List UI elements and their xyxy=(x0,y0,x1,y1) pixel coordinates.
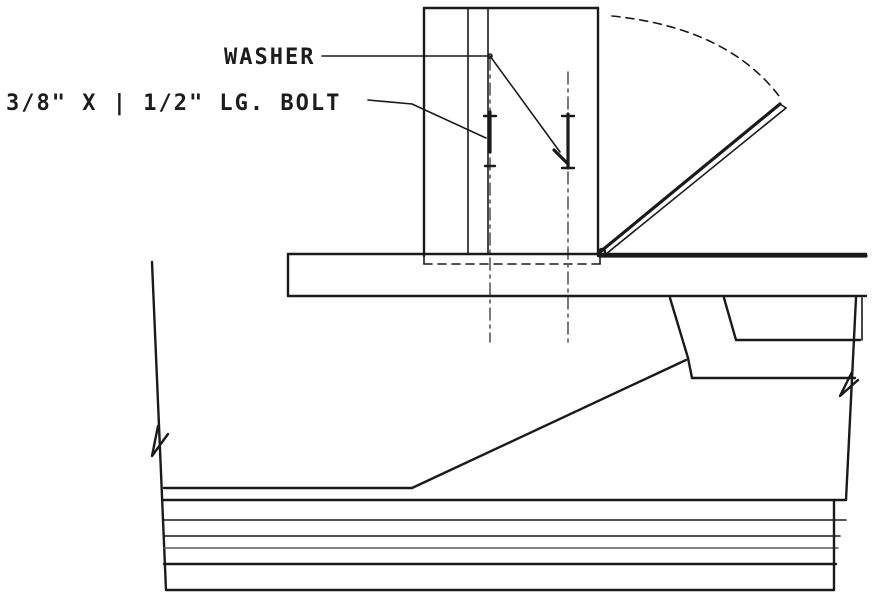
washer-leader xyxy=(321,53,561,153)
right-break-line xyxy=(838,296,860,502)
left-break-line xyxy=(150,260,170,592)
right-support xyxy=(668,296,863,380)
base-layers xyxy=(162,498,848,592)
upright-block xyxy=(422,6,600,258)
bolt-leader xyxy=(367,99,487,139)
swing-arc xyxy=(611,15,783,101)
washer-label: WASHER xyxy=(224,45,315,70)
bolt-icon xyxy=(482,110,498,168)
hidden-base-outline xyxy=(423,255,601,265)
diagonal-brace xyxy=(162,358,688,490)
bolt-label: 3/8" X | 1/2" LG. BOLT xyxy=(6,91,341,116)
washer-icon xyxy=(552,148,570,166)
horizontal-plate xyxy=(286,252,868,298)
bolt-icon xyxy=(560,112,576,170)
bolt-centerlines xyxy=(489,57,569,343)
hinged-flap xyxy=(597,102,787,257)
